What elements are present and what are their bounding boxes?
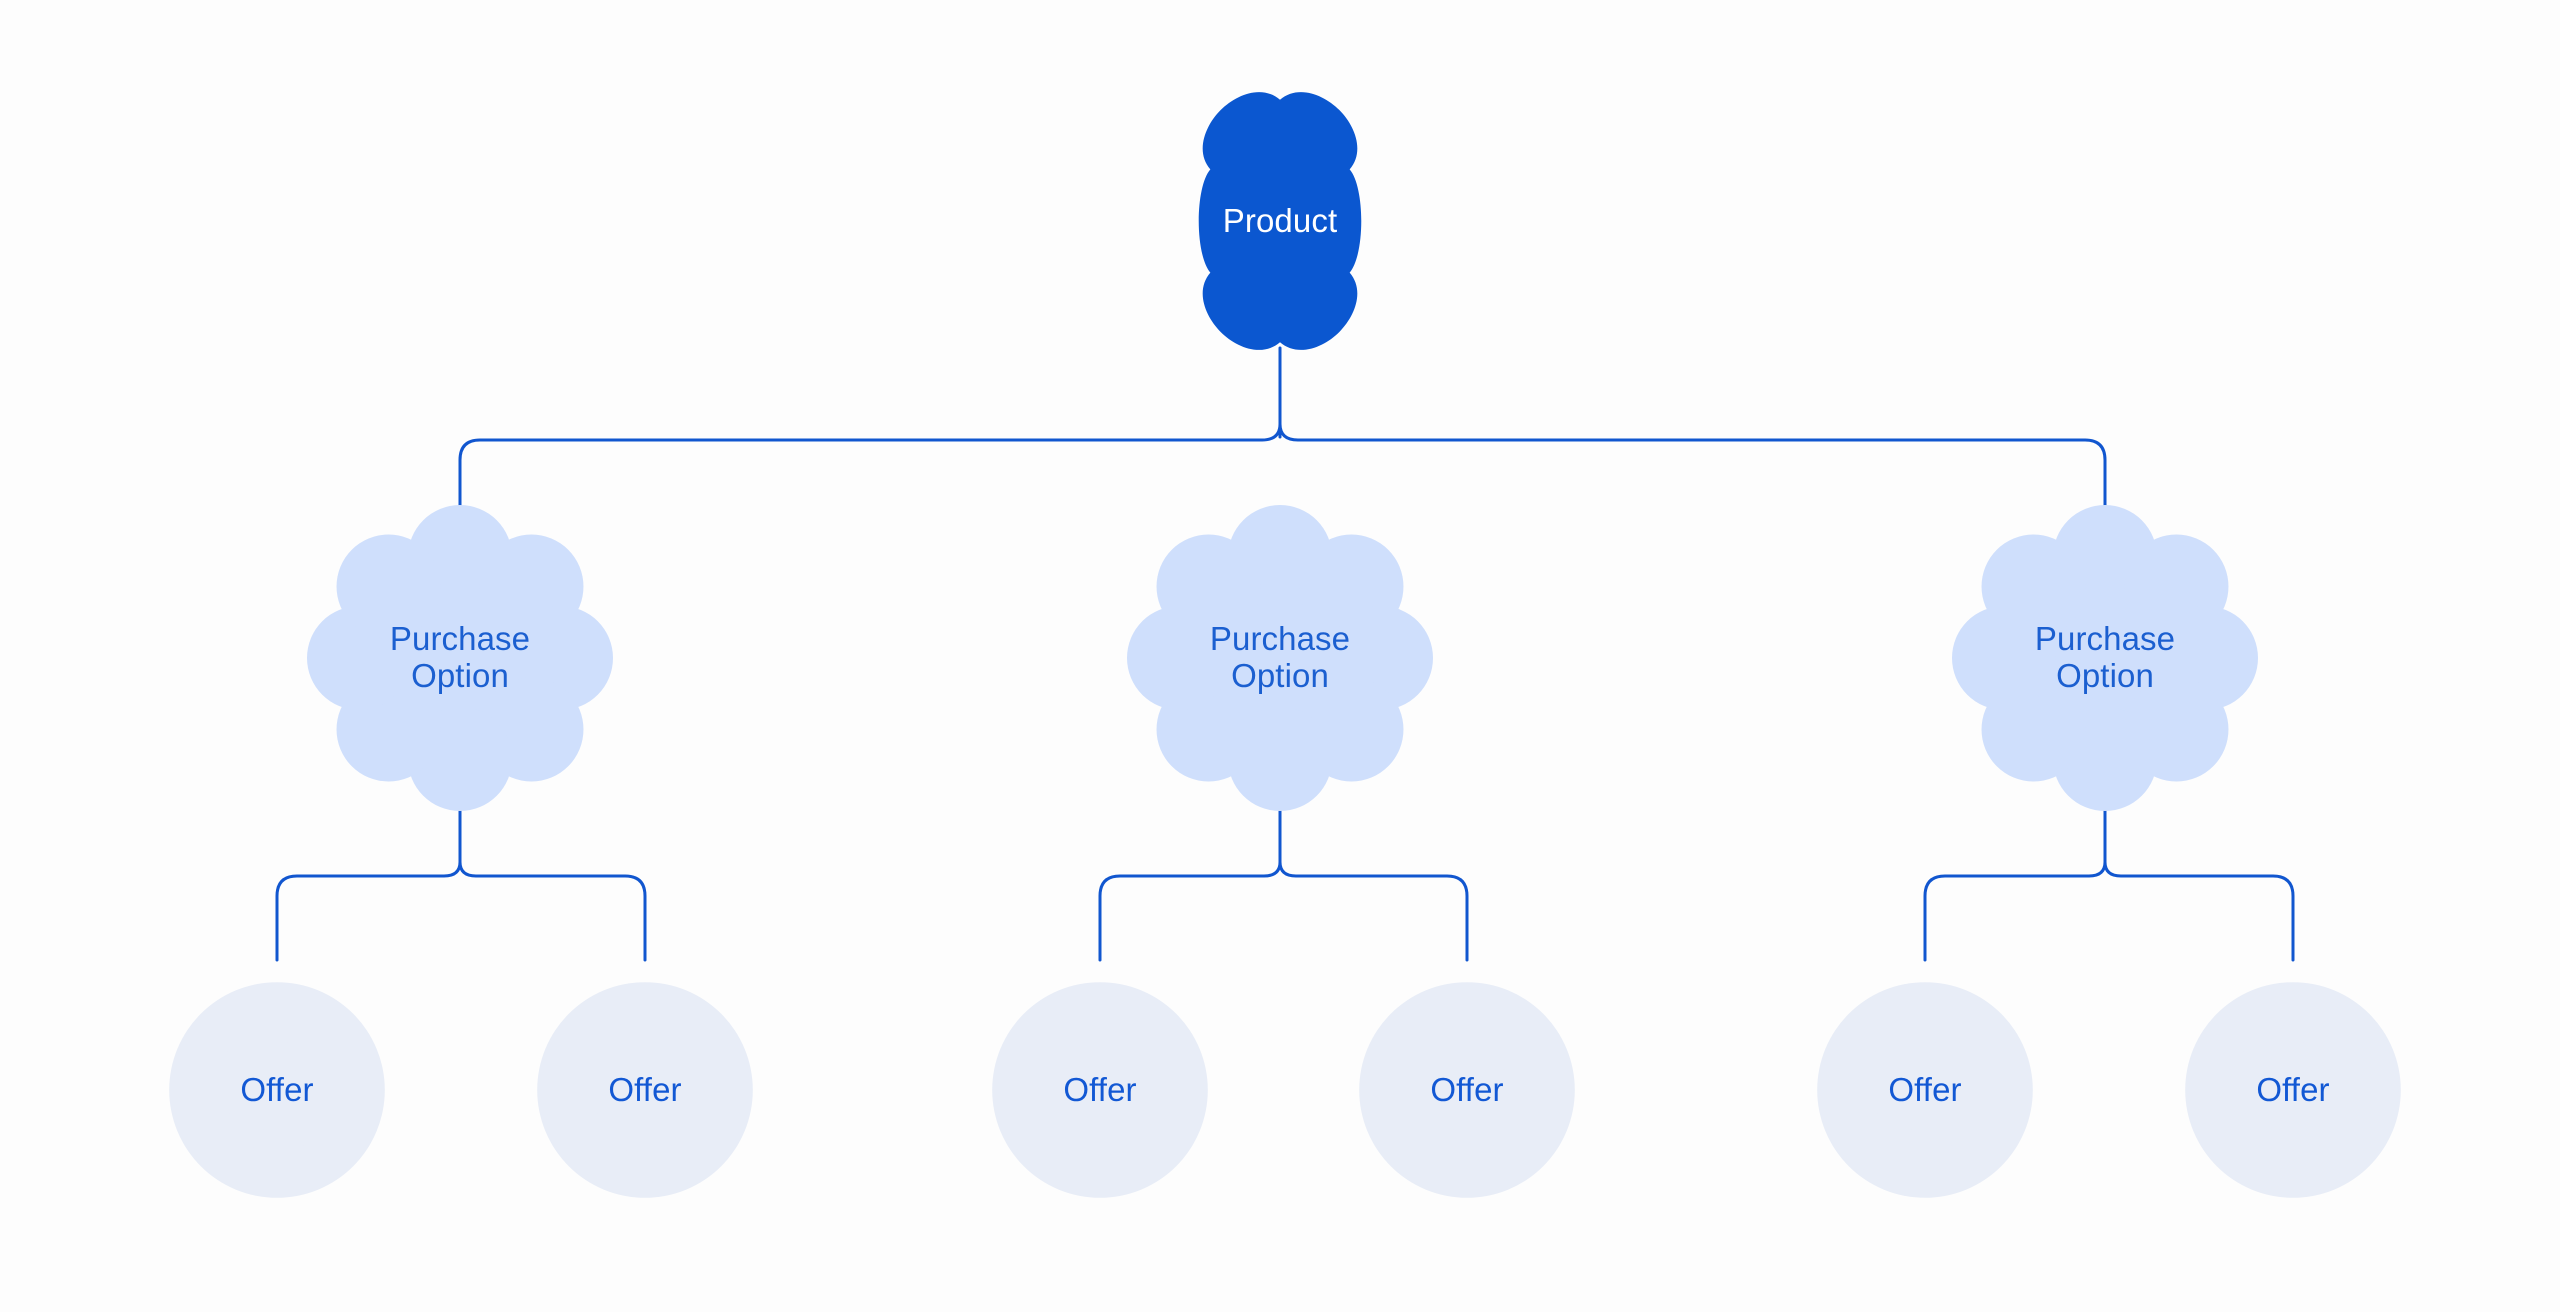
offer-scallop-shape (169, 982, 385, 1198)
edge-option1-bus (275, 860, 647, 962)
node-offer-3[interactable]: Offer (960, 950, 1240, 1230)
node-purchase-option-2[interactable]: Purchase Option (1127, 505, 1433, 811)
edge-option2-bus (1098, 860, 1469, 962)
node-offer-1[interactable]: Offer (137, 950, 417, 1230)
offer-scallop-shape (2185, 982, 2401, 1198)
node-purchase-option-1[interactable]: Purchase Option (307, 505, 613, 811)
offer-scallop-shape (992, 982, 1208, 1198)
offer-scallop-shape (537, 982, 753, 1198)
offer-scallop-shape (1359, 982, 1575, 1198)
node-product[interactable]: Product (1151, 92, 1409, 350)
offer-label: Offer (1430, 1070, 1504, 1108)
offer-label: Offer (240, 1070, 314, 1108)
node-offer-5[interactable]: Offer (1785, 950, 2065, 1230)
node-offer-2[interactable]: Offer (505, 950, 785, 1230)
node-offer-4[interactable]: Offer (1327, 950, 1607, 1230)
purchase-option-flower-shape (307, 505, 613, 811)
purchase-option-flower-shape (1127, 505, 1433, 811)
offer-label: Offer (608, 1070, 682, 1108)
purchase-option-label: Purchase Option (2034, 620, 2176, 694)
product-blob-shape (1198, 92, 1362, 350)
offer-label: Offer (1888, 1070, 1962, 1108)
product-label: Product (1222, 201, 1338, 239)
purchase-option-flower-shape (1952, 505, 2258, 811)
offer-scallop-shape (1817, 982, 2033, 1198)
purchase-option-label: Purchase Option (389, 620, 531, 694)
node-offer-6[interactable]: Offer (2153, 950, 2433, 1230)
purchase-option-label: Purchase Option (1209, 620, 1351, 694)
offer-label: Offer (1063, 1070, 1137, 1108)
edge-option3-bus (1923, 860, 2295, 962)
offer-label: Offer (2256, 1070, 2330, 1108)
node-purchase-option-3[interactable]: Purchase Option (1952, 505, 2258, 811)
